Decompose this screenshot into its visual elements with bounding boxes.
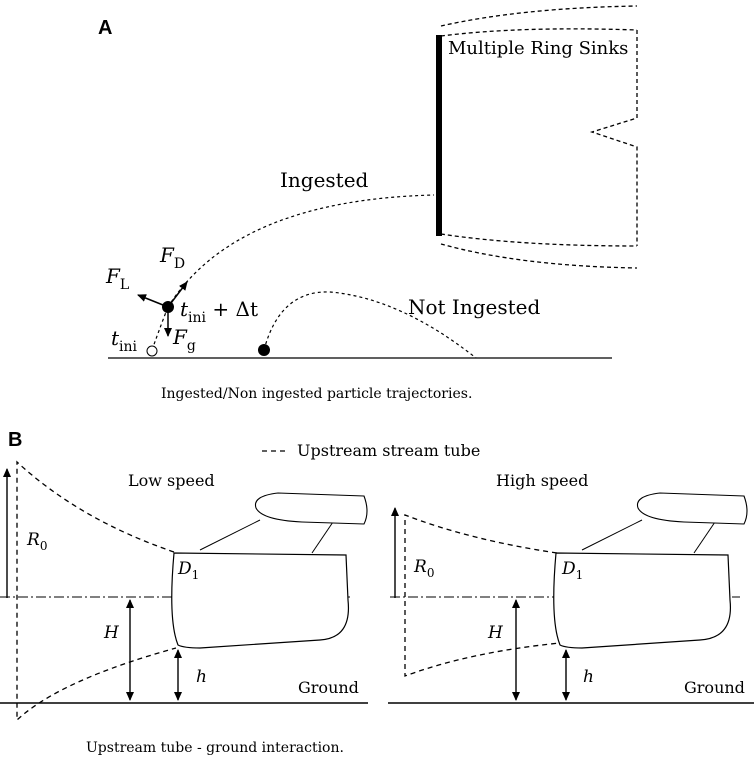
r0-sub-high: 0 (427, 566, 435, 580)
force-drag-symbol: F (159, 243, 175, 267)
nacelle-rear-notch (589, 30, 638, 246)
force-gravity-symbol: F (172, 325, 188, 349)
r0-label-low: R0 (26, 530, 47, 553)
panel-a: A Multiple Ring Sinks Ingested Not Inges… (98, 5, 638, 402)
force-gravity-label: Fg (172, 325, 196, 354)
ingested-label: Ingested (280, 168, 369, 192)
high-speed-diagram: High speed R0 D1 H (388, 471, 754, 704)
not-ingested-trajectory (263, 291, 477, 359)
engine-nacelle-high (553, 552, 732, 649)
nacelle-bottom-outer (440, 243, 638, 269)
ground-label-high: Ground (684, 678, 745, 697)
h-label-low: h (196, 667, 207, 687)
ground-label-low: Ground (298, 678, 359, 697)
force-drag-arrow (167, 281, 188, 308)
force-lift-symbol: F (105, 264, 121, 288)
h-label-high: h (583, 667, 594, 687)
t-initial-symbol: t (111, 326, 120, 350)
H-label-high: H (487, 623, 504, 643)
d1-sub-high: 1 (576, 568, 584, 582)
stream-tube-low (16, 460, 177, 722)
d1-label-high: D1 (561, 559, 583, 582)
ring-sinks-bar (436, 35, 442, 236)
force-gravity-sub: g (187, 338, 196, 354)
panel-b-caption: Upstream tube - ground interaction. (86, 740, 344, 756)
panel-a-caption: Ingested/Non ingested particle trajector… (161, 386, 472, 402)
d1-sub-low: 1 (192, 568, 200, 582)
legend-label: Upstream stream tube (297, 441, 480, 460)
r0-label-high: R0 (413, 557, 434, 580)
H-label-low: H (103, 623, 120, 643)
ring-sinks-label: Multiple Ring Sinks (448, 38, 628, 59)
ingested-trajectory (151, 194, 435, 351)
particle-not-ingested (258, 344, 270, 356)
particle-initial (146, 345, 158, 357)
not-ingested-label: Not Ingested (408, 295, 540, 319)
d1-symbol-high: D (561, 559, 576, 579)
t-initial-label: tini (111, 326, 138, 355)
pylon-rear-low (311, 521, 334, 554)
r0-sub-low: 0 (40, 539, 48, 553)
panel-b: B Upstream stream tube Low speed R0 (0, 429, 754, 756)
r0-symbol-low: R (26, 530, 40, 550)
stream-tube-high (404, 514, 561, 677)
force-lift-arrow (137, 294, 169, 308)
t-next-label: tini + Δt (180, 297, 258, 326)
force-lift-sub: L (120, 277, 129, 293)
pylon-front-high (581, 519, 643, 551)
force-drag-label: FD (159, 243, 185, 272)
pylon-rear-high (693, 521, 716, 554)
panel-a-letter: A (98, 17, 112, 39)
t-initial-sub: ini (119, 339, 137, 355)
high-speed-title: High speed (496, 471, 588, 490)
d1-symbol-low: D (177, 559, 192, 579)
wing-low (254, 492, 368, 525)
t-next-sub: ini (188, 310, 206, 326)
t-next-symbol: t (180, 297, 189, 321)
nacelle-top-outer (440, 5, 638, 27)
r0-symbol-high: R (413, 557, 427, 577)
t-next-suffix: + Δt (206, 297, 258, 321)
panel-b-letter: B (8, 429, 22, 451)
nacelle-bottom-inner (440, 233, 638, 247)
d1-label-low: D1 (177, 559, 199, 582)
low-speed-diagram: Low speed R0 D1 H (0, 460, 368, 722)
wing-high (636, 492, 748, 525)
pylon-front-low (199, 519, 261, 551)
low-speed-title: Low speed (128, 471, 215, 490)
force-drag-sub: D (174, 256, 185, 272)
force-lift-label: FL (105, 264, 129, 293)
nacelle-top-inner (440, 28, 638, 37)
engine-nacelle-low (171, 552, 350, 649)
